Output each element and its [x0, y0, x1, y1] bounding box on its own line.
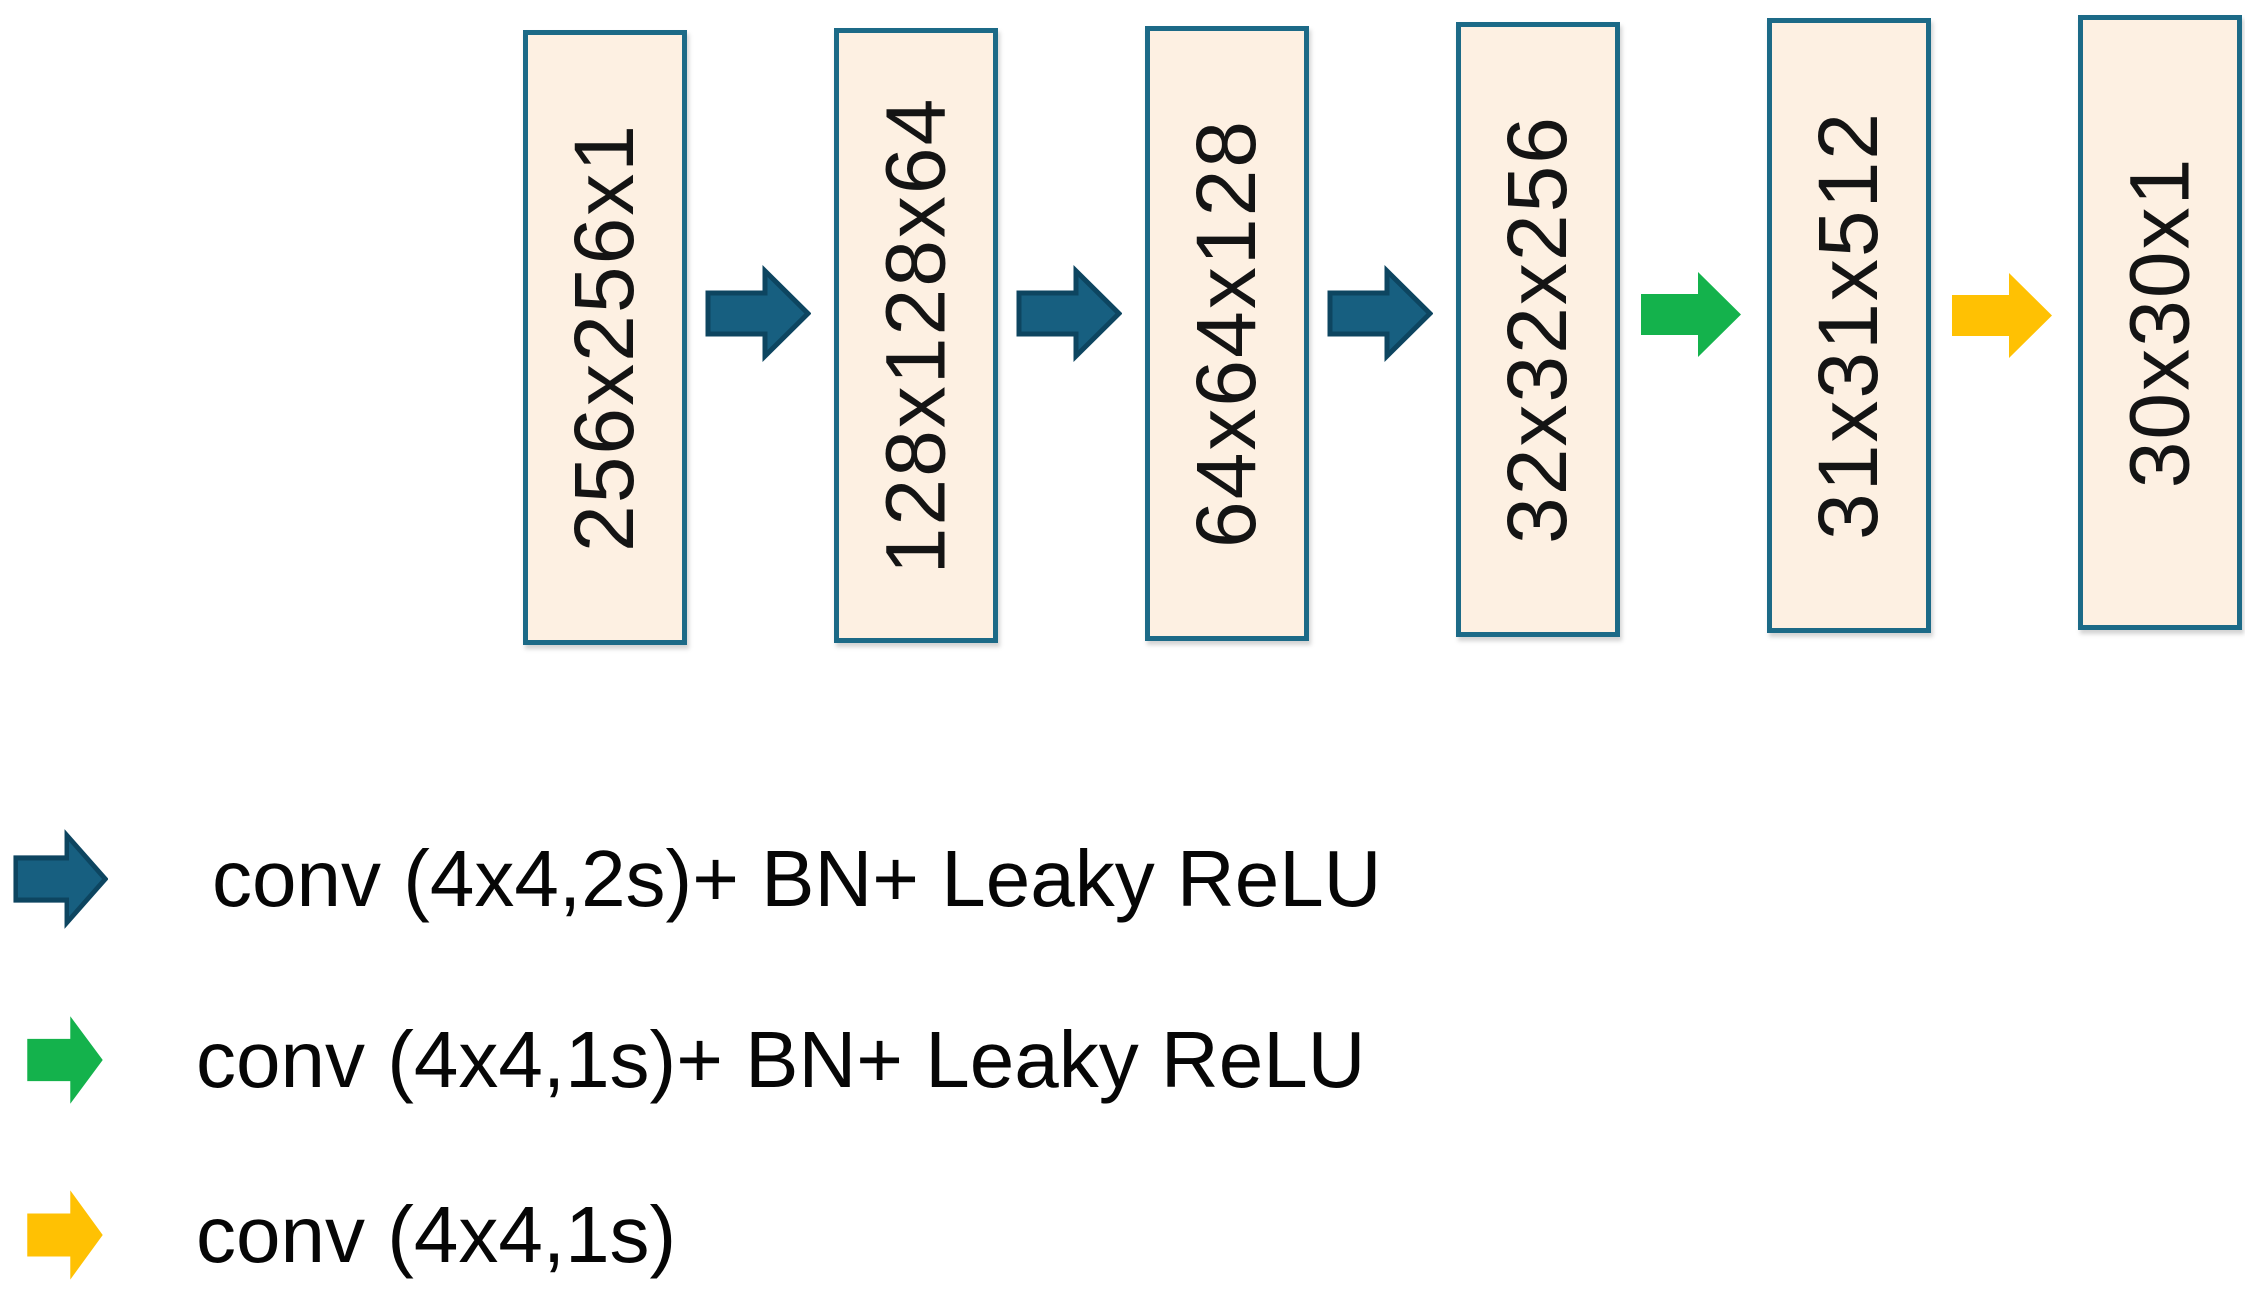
layer-label: 31x31x512: [1801, 110, 1896, 541]
layer-box-input: 256x256x1: [523, 30, 687, 645]
legend-label: conv (4x4,1s)+ BN+ Leaky ReLU: [196, 1015, 1366, 1104]
conv-stride2-arrow-icon: [705, 262, 811, 365]
arrow-shape: [1016, 265, 1122, 362]
layer-box: 31x31x512: [1767, 18, 1931, 633]
arrow-shape: [27, 1190, 103, 1280]
layer-label: 30x30x1: [2112, 156, 2207, 489]
conv-stride2-arrow-icon: [1016, 262, 1122, 365]
arrow-shape: [13, 829, 108, 929]
conv-stride1-arrow-icon: [1949, 264, 2055, 367]
legend-yellow-arrow-icon: [25, 1181, 105, 1289]
arrow-shape: [1641, 272, 1741, 357]
legend-blue-arrow-icon: [13, 826, 108, 932]
conv-stride2-arrow-icon: [1327, 262, 1433, 365]
layer-label: 64x64x128: [1179, 118, 1274, 549]
layer-label: 128x128x64: [868, 96, 963, 575]
layer-box: 128x128x64: [834, 28, 998, 643]
layer-box-output: 30x30x1: [2078, 15, 2242, 630]
layer-label: 32x32x256: [1490, 114, 1585, 545]
legend-label: conv (4x4,2s)+ BN+ Leaky ReLU: [212, 834, 1382, 923]
arrow-shape: [705, 265, 811, 362]
layer-box: 32x32x256: [1456, 22, 1620, 637]
layer-box: 64x64x128: [1145, 26, 1309, 641]
layer-label: 256x256x1: [557, 122, 652, 553]
legend-label: conv (4x4,1s): [196, 1190, 677, 1279]
arrow-shape: [1327, 265, 1433, 362]
arrow-shape: [27, 1016, 103, 1104]
legend-green-arrow-icon: [25, 1007, 105, 1113]
conv-stride1-bn-arrow-icon: [1638, 263, 1744, 366]
arrow-shape: [1952, 273, 2052, 358]
